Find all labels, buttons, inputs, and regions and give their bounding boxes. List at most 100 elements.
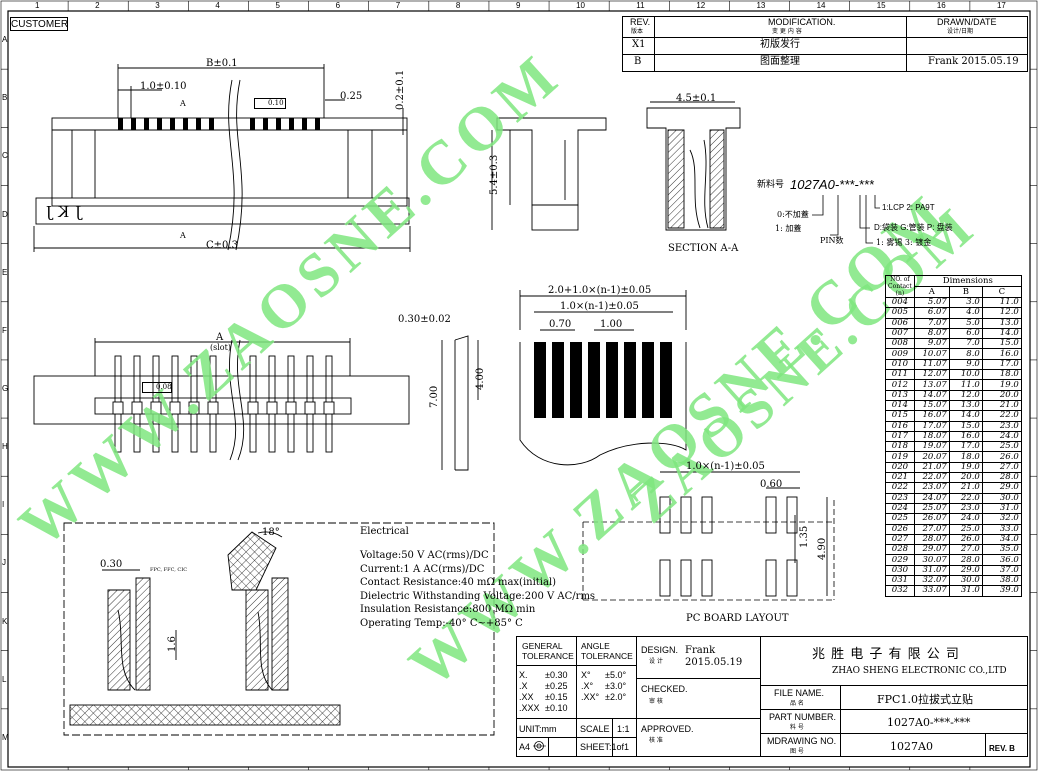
dim-depth: 4.5±0.1: [676, 93, 717, 104]
part-number-label-cn: 料 号: [790, 724, 804, 731]
table-cell: 013: [885, 389, 915, 401]
table-cell: 14.0: [948, 410, 983, 422]
part-code: 1027A0-***-***: [790, 177, 874, 192]
rev-row-2-rev: B: [634, 56, 642, 67]
dim-pcb-060: 0.60: [760, 479, 783, 490]
table-cell: 24.07: [913, 492, 950, 504]
company-name-en: ZHAO SHENG ELECTRONIC CO.,LTD: [832, 666, 1007, 676]
grid-row-label: I: [2, 500, 5, 510]
table-cell: 032: [885, 585, 915, 597]
table-cell: 22.0: [981, 410, 1022, 422]
dim-4: 4.00: [475, 367, 486, 390]
dim-fpc-100: 1.00: [600, 319, 623, 330]
grid-col-label: 9: [516, 1, 521, 10]
table-cell: 017: [885, 430, 915, 443]
table-cell: 016: [885, 420, 915, 432]
table-cell: 11.07: [913, 358, 950, 371]
table-cell: 5.0: [948, 317, 983, 329]
table-cell: 27.07: [913, 523, 950, 535]
tolerance-v: ±0.15: [545, 692, 568, 702]
grid-col-label: 14: [816, 1, 826, 10]
table-cell: 3.0: [948, 296, 983, 309]
dim-height: 5.4±0.3: [489, 154, 500, 195]
table-cell: 4.0: [948, 307, 983, 319]
table-cell: 012: [885, 379, 915, 391]
customer-label: CUSTOMER: [10, 17, 69, 31]
file-name-value: FPC1.0拉拔式立贴: [877, 693, 973, 706]
rev-row-2-mod: 图面整理: [760, 56, 800, 67]
table-cell: 25.07: [913, 502, 950, 515]
table-cell: 7.07: [913, 317, 950, 329]
drawing-number-label: MDRAWING NO.: [767, 736, 837, 746]
grid-col-label: 5: [275, 1, 280, 10]
grid-row-label: G: [2, 384, 9, 393]
table-cell: 29.0: [981, 482, 1022, 494]
drawing-number-label-cn: 图 号: [790, 748, 804, 755]
table-cell: 23.0: [981, 420, 1022, 432]
grid-col-label: 12: [696, 1, 706, 10]
grid-col-label: 16: [936, 1, 946, 10]
table-cell: 21.07: [913, 461, 950, 474]
grid-row-label: M: [2, 732, 9, 742]
table-cell: 20.0: [981, 389, 1022, 401]
table-title: Dimensions: [913, 275, 1022, 287]
part-code-lcp: 1:LCP 2: PA9T: [882, 203, 935, 212]
tolerance-ak: .XX°: [581, 692, 600, 702]
design-label-cn: 设 计: [649, 658, 663, 665]
table-cell: 014: [885, 399, 915, 412]
grid-row-label: L: [2, 674, 7, 684]
rev-row-1-rev: X1: [632, 39, 646, 50]
table-cell: 10.0: [948, 369, 983, 381]
tolerance-k: .XXX: [519, 703, 540, 713]
detail-fpc-note: FPC, FFC, CIC: [150, 567, 188, 573]
scale-value: 1:1: [617, 724, 630, 734]
grid-col-label: 2: [95, 1, 100, 10]
dim-pitch: 1.0±0.10: [140, 81, 187, 92]
table-col-c: C: [981, 286, 1022, 298]
rev-header-cn: 版本: [631, 28, 644, 35]
table-cell: 26.07: [913, 513, 950, 525]
table-cell: 019: [885, 451, 915, 463]
table-cell: 18.0: [981, 369, 1022, 381]
dim-025: 0.25: [340, 91, 363, 102]
file-name-label: FILE NAME.: [774, 688, 825, 698]
grid-col-label: 8: [455, 1, 461, 10]
table-cell: 15.07: [913, 399, 950, 412]
grid-col-label: 13: [756, 1, 766, 10]
electrical-spec-line: Contact Resistance:40 mΩ max(initial): [360, 577, 557, 588]
table-cell: 024: [885, 502, 915, 515]
table-cell: 6.0: [948, 327, 983, 340]
table-cell: 027: [885, 533, 915, 546]
table-cell: 16.0: [981, 348, 1022, 360]
table-cell: 020: [885, 461, 915, 474]
table-cell: 34.0: [981, 533, 1022, 546]
slot-label: (slot): [210, 343, 231, 352]
general-tolerance-label: GENERAL TOLERANCE: [522, 641, 574, 661]
electrical-spec-line: Current:1 A AC(rms)/DC: [360, 563, 485, 575]
table-cell: 005: [885, 307, 915, 319]
table-cell: 32.0: [981, 513, 1022, 525]
grid-row-label: H: [2, 442, 8, 452]
flatness-box: 0.10: [254, 98, 286, 109]
grid-col-label: 17: [996, 1, 1006, 10]
table-cell: 18.07: [913, 430, 950, 443]
table-cell: 10.07: [913, 348, 950, 360]
table-cell: 023: [885, 492, 915, 504]
table-cell: 021: [885, 472, 915, 484]
table-cell: 010: [885, 358, 915, 371]
table-cell: 031: [885, 575, 915, 587]
table-cell: 30.07: [913, 554, 950, 566]
